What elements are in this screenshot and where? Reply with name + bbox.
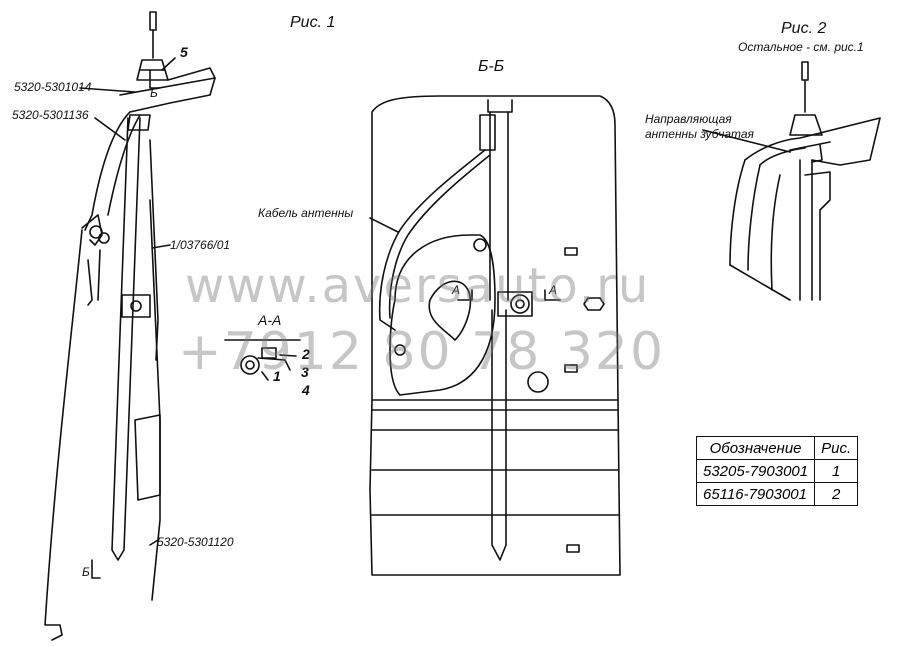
callout-2: 2 — [302, 346, 310, 362]
table-cell-designation: 53205-7903001 — [695, 459, 816, 483]
table-row: 65116-7903001 2 — [695, 482, 859, 506]
callout-3: 3 — [301, 364, 309, 380]
section-aa-detail — [224, 339, 301, 381]
watermark-url: www.aversauto.ru — [185, 258, 651, 314]
section-bb-drawing — [369, 95, 621, 576]
fig2-title: Рис. 2 — [781, 20, 827, 37]
table-cell-fig: 1 — [814, 459, 859, 483]
table-header-row: Обозначение Рис. — [695, 436, 859, 460]
section-aa-title: А-А — [258, 312, 282, 328]
part-5320-5301136: 5320-5301136 — [12, 108, 89, 122]
callout-5: 5 — [180, 44, 188, 60]
watermark-phone: +7912 80 78 320 — [178, 322, 666, 382]
section-bb-title: Б-Б — [478, 58, 505, 75]
section-mark-a-right: А — [549, 283, 558, 297]
designation-table: Обозначение Рис. 53205-7903001 1 65116-7… — [695, 436, 859, 506]
table-cell-designation: 65116-7903001 — [695, 482, 816, 506]
fig1-pillar-drawing — [44, 11, 216, 641]
section-mark-b-top: Б — [150, 86, 158, 100]
fig2-note: Остальное - см. рис.1 — [738, 40, 864, 54]
table-row: 53205-7903001 1 — [695, 459, 859, 483]
guide-annotation-line1: Направляющая — [645, 112, 732, 126]
part-5320-5301014: 5320-5301014 — [14, 80, 92, 94]
callout-4: 4 — [302, 382, 310, 398]
table-header-fig: Рис. — [814, 436, 859, 460]
fig1-title: Рис. 1 — [290, 14, 336, 31]
section-mark-a-left: А — [452, 283, 461, 297]
cable-annotation: Кабель антенны — [258, 206, 354, 220]
part-1-03766-01: 1/03766/01 — [170, 238, 231, 252]
callout-1: 1 — [273, 368, 281, 384]
fig2-drawing — [702, 61, 881, 301]
guide-annotation-line2: антенны зубчатая — [645, 127, 754, 141]
section-mark-b-bottom: Б — [82, 565, 90, 579]
table-cell-fig: 2 — [814, 482, 859, 506]
table-header-designation: Обозначение — [695, 436, 816, 460]
part-5320-5301120: 5320-5301120 — [157, 535, 234, 549]
